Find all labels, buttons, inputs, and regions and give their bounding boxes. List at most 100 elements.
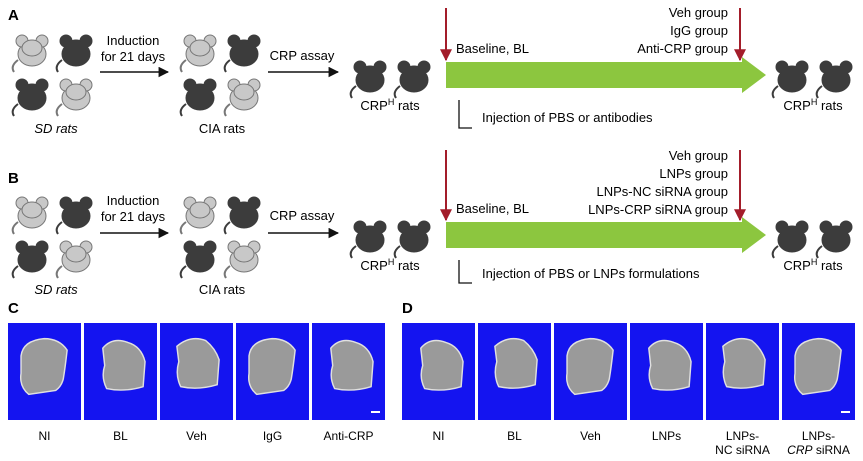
image-caption: LNPs- <box>726 429 759 443</box>
rat-icon <box>223 196 261 235</box>
group-label: Veh group <box>669 5 728 20</box>
rat-icon <box>55 34 93 73</box>
image-caption: NI <box>39 429 51 443</box>
image-caption: CRP siRNA <box>787 443 850 457</box>
image-caption: Anti-CRP <box>323 429 373 443</box>
group-label: LNPs-CRP siRNA group <box>588 202 728 217</box>
rat-icon <box>11 78 50 117</box>
image-caption: LNPs- <box>802 429 835 443</box>
induction-label-2: for 21 days <box>101 209 166 224</box>
bone-scan <box>648 339 692 391</box>
crph-rats-label: CRPH rats <box>360 257 420 273</box>
crph-rats-label: CRPH rats <box>360 97 420 113</box>
image-caption: NC siRNA <box>715 443 770 457</box>
crp-assay-label: CRP assay <box>270 208 335 223</box>
bone-scan <box>494 337 538 389</box>
baseline-label: Baseline, BL <box>456 201 529 216</box>
group-label: LNPs group <box>659 166 728 181</box>
rat-icon <box>179 240 217 279</box>
rat-icon <box>179 196 217 235</box>
panel-a-letter: A <box>8 7 19 24</box>
group-label: Anti-CRP group <box>637 41 728 56</box>
micro-ct-image: LNPs-NC siRNA <box>706 323 779 457</box>
micro-ct-image: LNPs <box>630 323 703 443</box>
image-caption: Veh <box>580 429 601 443</box>
bone-scan <box>794 337 842 396</box>
induction-label-2: for 21 days <box>101 49 166 64</box>
micro-ct-image: Veh <box>160 323 233 443</box>
micro-ct-image: Anti-CRP <box>312 323 385 443</box>
bone-scan <box>566 337 614 396</box>
rat-icon <box>393 60 431 99</box>
panel-b-letter: B <box>8 170 19 187</box>
end-rats-icons-a <box>771 60 853 99</box>
sd-rats-icons-b <box>11 196 93 279</box>
rat-icon <box>393 220 431 259</box>
baseline-label: Baseline, BL <box>456 41 529 56</box>
crph-rats-icons-a <box>349 60 431 99</box>
end-rats-icons-b <box>771 220 853 259</box>
crph-rats-icons-b <box>349 220 431 259</box>
rat-icon <box>11 34 50 73</box>
timeline-arrow <box>446 217 766 253</box>
induction-label-1: Induction <box>107 33 160 48</box>
rat-icon <box>815 60 853 99</box>
crp-assay-label: CRP assay <box>270 48 335 63</box>
rat-icon <box>223 34 261 73</box>
sd-rats-label: SD rats <box>34 121 78 136</box>
induction-label-1: Induction <box>107 193 160 208</box>
panel-c: C NI BL Veh IgG Anti-CRP <box>8 300 385 443</box>
panel-b: B SD rats Induction for 21 days CIA rats… <box>8 148 853 297</box>
rat-icon <box>223 78 261 117</box>
sd-rats-label: SD rats <box>34 282 78 297</box>
micro-ct-image: NI <box>8 323 81 443</box>
rat-icon <box>771 220 809 259</box>
bone-scan <box>102 339 146 391</box>
panel-a: A SD rats Induction for 21 days CIA rats… <box>8 5 853 136</box>
rat-icon <box>771 60 809 99</box>
rat-icon <box>55 78 93 117</box>
micro-ct-image: BL <box>84 323 157 443</box>
image-caption: Veh <box>186 429 207 443</box>
image-caption: LNPs <box>652 429 681 443</box>
rat-icon <box>223 240 261 279</box>
panel-c-letter: C <box>8 300 19 317</box>
end-rats-label: CRPH rats <box>783 257 843 273</box>
micro-ct-image: IgG <box>236 323 309 443</box>
image-caption: IgG <box>263 429 282 443</box>
panel-c-images: NI BL Veh IgG Anti-CRP <box>8 323 385 443</box>
rat-icon <box>55 196 93 235</box>
rat-icon <box>349 60 387 99</box>
group-label: Veh group <box>669 148 728 163</box>
bone-scan <box>330 339 374 391</box>
injection-bracket <box>458 260 472 284</box>
image-caption: NI <box>433 429 445 443</box>
injection-label: Injection of PBS or LNPs formulations <box>482 266 700 281</box>
timeline-arrow <box>446 57 766 93</box>
bone-scan <box>248 337 296 396</box>
panel-d-letter: D <box>402 300 413 317</box>
micro-ct-image: NI <box>402 323 475 443</box>
end-rats-label: CRPH rats <box>783 97 843 113</box>
micro-ct-image: Veh <box>554 323 627 443</box>
micro-ct-image: BL <box>478 323 551 443</box>
cia-rats-label: CIA rats <box>199 121 246 136</box>
bone-scan <box>176 337 220 389</box>
bone-scan <box>420 339 464 391</box>
injection-bracket <box>458 100 472 129</box>
group-label: LNPs-NC siRNA group <box>597 184 729 199</box>
micro-ct-image: LNPs-CRP siRNA <box>782 323 855 457</box>
group-label: IgG group <box>670 23 728 38</box>
bone-scan <box>20 337 68 396</box>
rat-icon <box>11 240 50 279</box>
treatment-groups-b: Veh group LNPs group LNPs-NC siRNA group… <box>588 148 728 217</box>
rat-icon <box>815 220 853 259</box>
image-caption: BL <box>113 429 128 443</box>
bone-scan <box>722 337 766 389</box>
cia-rats-icons-b <box>179 196 261 279</box>
treatment-groups-a: Veh group IgG group Anti-CRP group <box>637 5 728 56</box>
rat-icon <box>179 34 217 73</box>
rat-icon <box>349 220 387 259</box>
